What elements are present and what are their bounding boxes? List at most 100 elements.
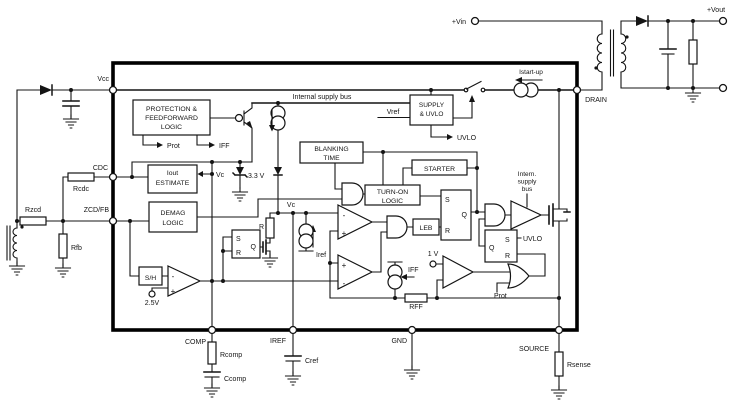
and-gate-driver	[484, 203, 506, 227]
zener-3v3	[236, 167, 244, 175]
vout-label: +Vout	[707, 7, 725, 14]
latch-c-r: R	[505, 253, 510, 260]
vcc-pin-label: Vcc	[97, 76, 109, 83]
rfb-label: Rfb	[71, 245, 82, 252]
terminal-vout-return	[718, 83, 728, 93]
latch-b-q: Q	[462, 212, 468, 219]
terminal-vin	[470, 16, 480, 26]
ref-2v5-label: 2.5V	[145, 300, 160, 307]
demag-line2: LOGIC	[162, 220, 183, 227]
leb-label: LEB	[420, 225, 433, 232]
sample-hold-block	[138, 266, 163, 286]
and-gate-turnon	[341, 182, 364, 206]
ea-plus: +	[171, 287, 176, 296]
drain-pin-label: DRAIN	[585, 97, 607, 104]
iff-current-source	[387, 264, 403, 290]
istartup-label: Istart-up	[519, 69, 543, 76]
parts	[8, 15, 728, 400]
ground-symbol	[62, 114, 80, 129]
iref-src-label: Iref	[316, 252, 326, 259]
rcomp-resistor	[207, 341, 217, 365]
demag-line1: DEMAG	[161, 210, 186, 217]
rfb-resistor	[58, 233, 68, 259]
iref-current-source	[298, 223, 314, 249]
pwm-comp-plus: +	[342, 229, 347, 238]
gate-driver	[510, 200, 543, 230]
cdc-pin-label: CDC	[93, 165, 108, 172]
istartup-current-source	[513, 82, 539, 98]
wires	[6, 20, 721, 389]
comp-pin-label: COMP	[185, 339, 206, 346]
protection-block	[132, 99, 211, 136]
latch-a-s: S	[236, 236, 241, 243]
latch-c-q: Q	[489, 245, 495, 252]
pin-vcc	[108, 85, 118, 95]
blanking-line1: BLANKING	[314, 146, 348, 153]
latch-a-q: Q	[251, 244, 257, 251]
error-amp	[167, 265, 202, 297]
oc-comparator	[337, 254, 374, 290]
turnon-line2: LOGIC	[382, 198, 403, 205]
transistor-base-bubble	[234, 113, 244, 123]
r-bias-label: R	[259, 224, 264, 231]
source-pin-label: SOURCE	[519, 346, 549, 353]
rff-resistor	[404, 293, 428, 303]
latch-a-r: R	[236, 250, 241, 257]
prot-gate-label: Prot	[494, 293, 507, 300]
iout-line2: ESTIMATE	[156, 180, 190, 187]
protection-line3: LOGIC	[161, 124, 182, 131]
supply-block-line1: SUPPLY	[419, 102, 445, 109]
latch-b-r: R	[445, 228, 450, 235]
junction-dots	[15, 19, 695, 300]
rcomp-label: Rcomp	[220, 352, 242, 359]
starter-block	[411, 159, 468, 176]
clamp-diode	[274, 167, 282, 175]
oc-comp-minus: -	[343, 279, 346, 288]
output-diode	[636, 16, 648, 26]
ref-1v-terminal	[429, 260, 437, 268]
iout-estimate-block	[147, 164, 198, 194]
prot-out-label: Prot	[167, 143, 180, 150]
latch-c-s: S	[505, 237, 510, 244]
rcdc-label: Rcdc	[73, 186, 89, 193]
latch-a	[231, 229, 261, 259]
turnon-line1: TURN-ON	[377, 189, 408, 196]
terminal-vout	[718, 16, 728, 26]
sh-label: S/H	[145, 275, 156, 282]
leb-block	[412, 218, 440, 236]
intern-bus-line1: Intern.	[518, 171, 537, 178]
vcc-diode	[40, 85, 52, 95]
blanking-time-block	[299, 141, 364, 164]
ref-2v5-terminal	[148, 290, 156, 298]
intern-bus-line2: supply	[518, 179, 538, 186]
vin-label: +Vin	[452, 19, 466, 26]
iout-line1: Iout	[167, 170, 178, 177]
protection-line1: PROTECTION &	[146, 106, 197, 113]
pin-drain	[572, 85, 582, 95]
blanking-line2: TIME	[323, 155, 340, 162]
protection-line2: FEEDFORWARD	[145, 115, 198, 122]
vref-label: Vref	[387, 109, 400, 116]
demag-logic-block	[148, 201, 198, 233]
intern-bus-line3: bus	[522, 186, 533, 193]
and-gate-leb	[386, 215, 408, 239]
pin-cdc	[108, 172, 118, 182]
ref-1v-label: 1 V	[428, 251, 439, 258]
r-bias-resistor	[265, 217, 275, 239]
ea-minus: -	[172, 272, 175, 281]
internal-supply-bus-label: Internal supply bus	[293, 94, 352, 101]
pin-gnd	[407, 325, 417, 335]
rzcd-resistor	[19, 216, 47, 226]
starter-label: STARTER	[424, 166, 455, 173]
pwm-comp-minus: -	[343, 211, 346, 220]
oc-comp-plus: +	[342, 261, 347, 270]
pwm-comparator	[337, 204, 374, 240]
iff-out-label: IFF	[219, 143, 230, 150]
ic-boundary	[111, 61, 579, 332]
rcdc-resistor	[67, 172, 95, 182]
pin-comp	[207, 325, 217, 335]
supply-uvlo-block	[409, 94, 454, 126]
turnon-logic-block	[364, 184, 421, 206]
rzcd-label: Rzcd	[25, 207, 41, 214]
